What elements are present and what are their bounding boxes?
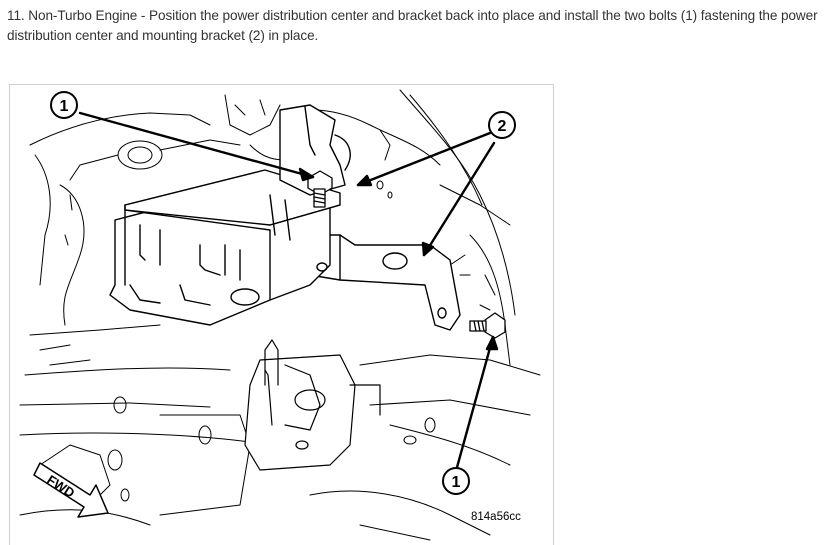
callout-2: 2	[488, 111, 516, 139]
power-distribution-center	[109, 104, 351, 326]
leader-lines	[78, 111, 499, 473]
bolt-right	[469, 312, 506, 339]
service-illustration: 1 2 1 FWD	[9, 84, 554, 545]
step-instruction: 11. Non-Turbo Engine - Position the powe…	[7, 8, 818, 43]
figure-code: 814a56cc	[471, 511, 521, 523]
callout-1-top: 1	[50, 91, 78, 119]
svg-text:2: 2	[498, 118, 507, 135]
svg-text:1: 1	[60, 98, 69, 115]
callout-1-bottom: 1	[442, 467, 470, 495]
svg-text:1: 1	[452, 474, 461, 491]
fwd-arrow-icon: FWD	[33, 462, 109, 518]
illustration-drawing: 1 2 1 FWD	[19, 89, 541, 541]
engine-bay-background	[19, 89, 541, 541]
lower-support	[244, 339, 381, 471]
